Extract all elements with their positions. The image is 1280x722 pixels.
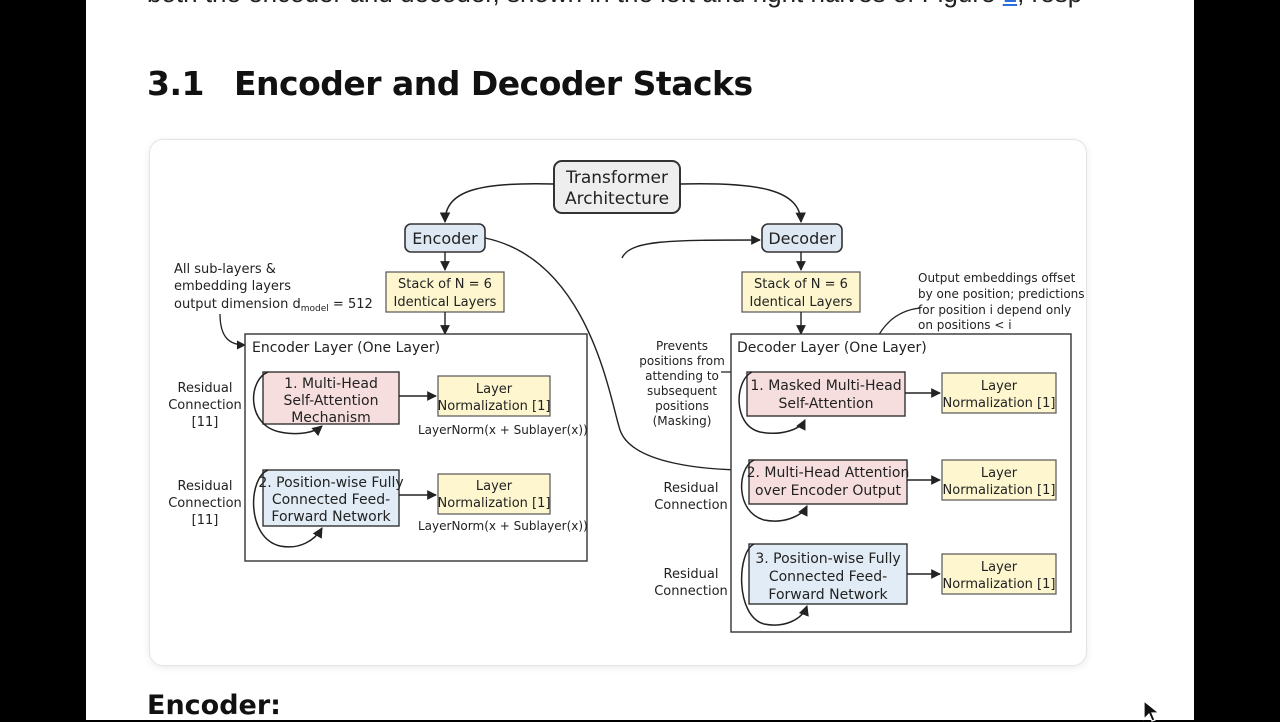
encoder-layer-title: Encoder Layer (One Layer) (252, 340, 440, 356)
dec-norm3-1: Layer (981, 560, 1018, 575)
enc-residual1-1: Residual (178, 381, 233, 396)
enc-residual-loop-2 (252, 469, 323, 548)
enc-formula1: LayerNorm(x + Sublayer(x)) (418, 423, 588, 437)
note-offset-1: Output embeddings offset (918, 271, 1076, 285)
dec-norm3-2: Normalization [1] (943, 577, 1056, 592)
transformer-diagram: Transformer Architecture Encoder Decoder… (168, 160, 1085, 633)
section-heading: 3.1 Encoder and Decoder Stacks (147, 64, 753, 103)
note-masking-3: attending to (645, 369, 719, 383)
enc-ffn-box (262, 469, 400, 527)
note-masking-5: positions (655, 399, 709, 413)
dec-cross-1: 2. Multi-Head Attention (747, 465, 910, 481)
figure-link[interactable]: 1 (1003, 0, 1017, 8)
enc-norm2-2: Normalization [1] (438, 496, 551, 511)
section-title: Encoder and Decoder Stacks (233, 64, 753, 103)
dec-residual2-1: Residual (664, 567, 719, 582)
encoder-stack-1: Stack of N = 6 (398, 277, 492, 292)
dec-cross-box (748, 459, 908, 505)
encoder-stack-2: Identical Layers (394, 295, 497, 310)
note-offset-2: by one position; predictions (918, 287, 1085, 301)
note-offset-4: on positions < i (918, 318, 1012, 332)
encoder-subheading: Encoder: (147, 690, 281, 720)
dec-residual-loop-2 (741, 459, 808, 522)
dec-norm2-2: Normalization [1] (943, 483, 1056, 498)
dec-ffn-3: Forward Network (768, 587, 888, 603)
enc-residual-loop-1 (252, 371, 323, 437)
enc-attention-3: Mechanism (291, 410, 371, 426)
note-masking-6: (Masking) (653, 414, 712, 428)
document-page: both the encoder and decoder, shown in t… (86, 0, 1194, 720)
dec-residual-loop-3 (740, 543, 809, 626)
dec-norm3-box (941, 553, 1057, 595)
dec-norm1-2: Normalization [1] (943, 396, 1056, 411)
architecture-node (553, 160, 681, 214)
enc-norm2-1: Layer (476, 479, 513, 494)
enc-norm1-box (437, 375, 551, 417)
arrow-encoder-output-to-cross (484, 237, 749, 475)
body-text-line: both the encoder and decoder, shown in t… (147, 0, 1082, 9)
arrow-decoder-input (621, 235, 761, 259)
note-masking-1: Prevents (656, 339, 708, 353)
dec-masked-box (746, 371, 906, 417)
dec-norm2-1: Layer (981, 466, 1018, 481)
note-dims-1: All sub-layers & (174, 262, 276, 277)
encoder-label: Encoder (412, 229, 478, 248)
dec-residual2-2: Connection (654, 584, 728, 599)
dec-masked-1: 1. Masked Multi-Head (750, 378, 901, 394)
enc-attention-2: Self-Attention (284, 393, 379, 409)
decoder-stack-2: Identical Layers (750, 295, 853, 310)
arrow-note-dims (219, 313, 246, 350)
enc-residual2-1: Residual (178, 479, 233, 494)
dec-residual1-2: Connection (654, 498, 728, 513)
arrow-top-to-decoder (679, 182, 806, 224)
decoder-label: Decoder (768, 229, 836, 248)
arrow-top-to-encoder (439, 182, 555, 224)
dec-ffn-1: 3. Position-wise Fully (755, 551, 900, 567)
enc-ffn-3: Forward Network (271, 509, 391, 525)
note-masking-4: subsequent (647, 384, 717, 398)
dec-residual1-1: Residual (664, 481, 719, 496)
architecture-label-1: Transformer (565, 168, 668, 188)
mouse-cursor-icon (1143, 700, 1161, 722)
enc-attention-box (262, 371, 400, 425)
dec-ffn-box (748, 543, 908, 605)
note-offset-3: for position i depend only (918, 303, 1071, 317)
note-masking-2: positions from (639, 354, 725, 368)
enc-residual1-3: [11] (192, 415, 219, 430)
decoder-node (761, 223, 843, 253)
enc-ffn-1: 2. Position-wise Fully (258, 475, 403, 491)
enc-attention-1: 1. Multi-Head (284, 376, 378, 392)
enc-residual1-2: Connection (168, 398, 242, 413)
dec-norm1-1: Layer (981, 379, 1018, 394)
dec-masked-2: Self-Attention (779, 396, 874, 412)
decoder-stack-1: Stack of N = 6 (754, 277, 848, 292)
dec-norm2-box (941, 459, 1057, 501)
dec-norm1-box (941, 372, 1057, 414)
enc-norm1-2: Normalization [1] (438, 399, 551, 414)
decoder-layer-title: Decoder Layer (One Layer) (737, 340, 927, 356)
enc-formula2: LayerNorm(x + Sublayer(x)) (418, 519, 588, 533)
enc-residual2-2: Connection (168, 496, 242, 511)
enc-ffn-2: Connected Feed- (272, 492, 390, 508)
dec-cross-2: over Encoder Output (755, 483, 901, 499)
body-text-tail: , resp (1017, 0, 1082, 8)
note-dims-2: embedding layers (174, 279, 291, 294)
encoder-stack-box (385, 271, 505, 313)
note-dims-3: output dimension dmodel = 512 (174, 297, 373, 314)
dec-ffn-2: Connected Feed- (769, 569, 887, 585)
architecture-label-2: Architecture (565, 189, 669, 209)
enc-residual2-3: [11] (192, 513, 219, 528)
enc-norm2-box (437, 473, 551, 515)
figure-card: Transformer Architecture Encoder Decoder… (149, 139, 1087, 666)
body-text: both the encoder and decoder, shown in t… (147, 0, 1003, 8)
section-number: 3.1 (147, 64, 204, 103)
dec-residual-loop-1 (738, 371, 806, 434)
enc-norm1-1: Layer (476, 382, 513, 397)
